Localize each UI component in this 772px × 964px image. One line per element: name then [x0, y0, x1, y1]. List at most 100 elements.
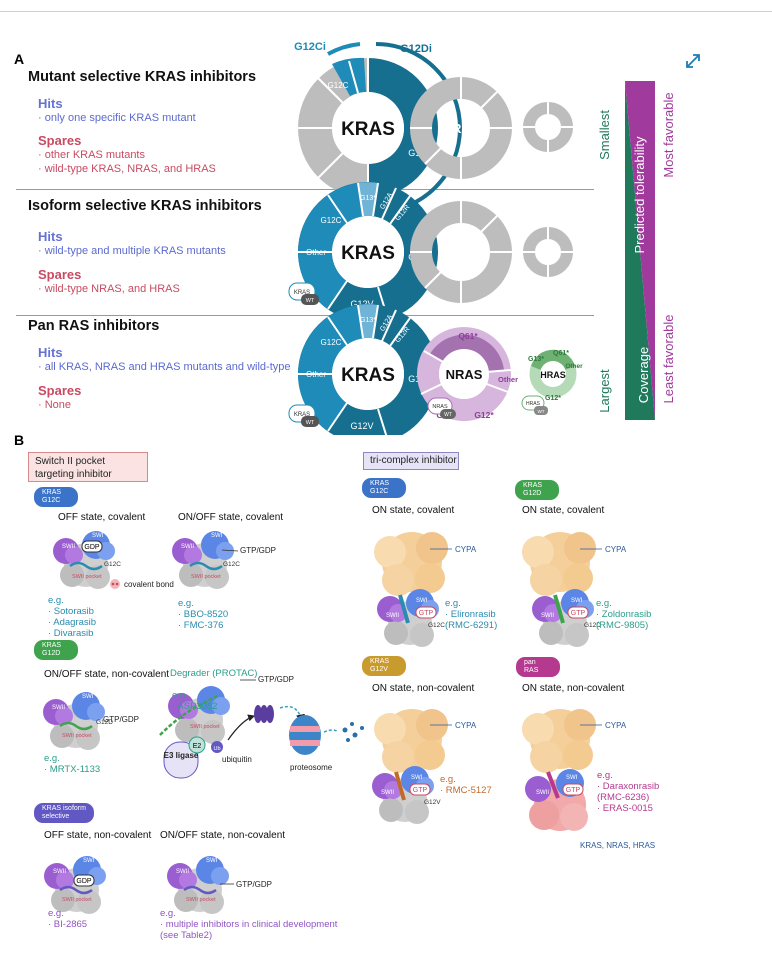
- degrader-label: Degrader (PROTAC): [170, 668, 257, 679]
- section-divider-1: [16, 189, 594, 190]
- swii-label-7: SWII: [541, 613, 554, 619]
- proteosome-label: proteosome: [290, 763, 333, 772]
- g12-label-nras: G12*: [474, 410, 494, 420]
- ubiquitin-label: ubiquitin: [222, 755, 252, 764]
- e3-ligase-label: E3 ligase: [164, 751, 199, 760]
- pill-kras-g12c: KRAS G12C: [34, 487, 78, 507]
- spares-label-mutant: Spares: [38, 133, 82, 148]
- example-g12c-off: e.g.· Sotorasib· Adagrasib· Divarasib: [48, 595, 97, 639]
- switch-ii-box: Switch II pocket targeting inhibitor: [28, 452, 148, 482]
- g12d-site-2: G12D: [584, 622, 601, 629]
- swii-label-9: SWII: [536, 790, 549, 796]
- swii-label-6: SWII: [386, 613, 399, 619]
- cypa-label-1: CYPA: [455, 545, 477, 554]
- example-tri-g12v: e.g.· RMC-5127: [440, 774, 492, 796]
- donut-kras-mutant-g12d-slice: [368, 58, 438, 198]
- e2-label: E2: [193, 743, 202, 750]
- swi-label-4: SWI: [83, 858, 95, 864]
- g12di-label: G12Di: [400, 43, 432, 55]
- g12c-slice-label-1: G12C: [328, 81, 349, 90]
- swi-label-1: SWI: [92, 533, 104, 539]
- g12v-slice-label-3: G12V: [350, 421, 373, 431]
- state-onoff-noncovalent-iso: ON/OFF state, non-covalent: [160, 830, 286, 841]
- hits-item-mutant: · only one specific KRAS mutant: [38, 112, 196, 124]
- example-tri-g12c: e.g.· Elironrasib(RMC-6291): [445, 598, 498, 631]
- swi-label-2: SWI: [211, 533, 223, 539]
- largest-label: Largest: [597, 369, 612, 413]
- panel-letter-a: A: [14, 51, 25, 67]
- tolerability-triangle: [625, 81, 655, 420]
- donut-hras-pan: HRAS G13* Q61* Other G12*: [528, 349, 583, 402]
- other-slice-label-3: Other: [306, 370, 326, 379]
- swii-pocket-6: SWII pocket: [190, 724, 220, 730]
- state-onoff-noncovalent-g12d: ON/OFF state, non-covalent: [44, 669, 170, 680]
- donut-nras-mutant: NRAS: [410, 77, 512, 179]
- gdp-label-1: GDP: [84, 544, 100, 551]
- swi-label-7: SWI: [571, 598, 583, 604]
- state-off-noncovalent: OFF state, non-covalent: [44, 830, 152, 841]
- spares-item-mutant-1: · other KRAS mutants: [38, 149, 145, 161]
- most-favorable-label: Most favorable: [661, 92, 676, 177]
- state-off-covalent: OFF state, covalent: [58, 512, 146, 523]
- swii-pocket-2: SWII pocket: [191, 574, 221, 580]
- cypa-label-2: CYPA: [605, 545, 627, 554]
- donut-charts: KRAS G12C G12D G12Ci G12Di NRAS HRAS KRA…: [288, 41, 583, 435]
- hras-label-2: HRAS: [538, 250, 558, 257]
- expand-icon[interactable]: [684, 52, 702, 70]
- other-slice-label-2: Other: [306, 248, 326, 257]
- hras-label-3: HRAS: [540, 370, 566, 380]
- swi-label-3: SWI: [82, 694, 94, 700]
- kras-wt-badge-1-label: KRAS: [294, 290, 310, 296]
- kras-label-2: KRAS: [341, 243, 395, 264]
- g12c-site-2: G12C: [223, 561, 240, 568]
- pill-kras-g12d: KRAS G12D: [34, 640, 78, 660]
- ub-label: Ub: [213, 746, 220, 752]
- gtp-gdp-label-2: GTP/GDP: [103, 715, 139, 724]
- g12c-site-3: G12C: [428, 622, 445, 629]
- state-onoff-covalent: ON/OFF state, covalent: [178, 512, 284, 523]
- g13-label-hras: G13*: [528, 356, 544, 363]
- kras-label-3: KRAS: [341, 365, 395, 386]
- g12c-slice-label-2: G12C: [321, 216, 342, 225]
- swii-pocket-3: SWII pocket: [62, 733, 92, 739]
- pill-pan-ras: pan RAS: [516, 657, 560, 677]
- swii-pocket-4: SWII pocket: [62, 897, 92, 903]
- g12v-site-1: G12V: [424, 799, 441, 806]
- example-tri-pan: e.g.· Daraxonrasib(RMC-6236)· ERAS-0015: [597, 770, 660, 814]
- state-on-noncovalent-2: ON state, non-covalent: [522, 683, 625, 694]
- section-divider-2: [16, 315, 594, 316]
- swi-label-5: SWI: [206, 858, 218, 864]
- hits-item-pan: · all KRAS, NRAS and HRAS mutants and wi…: [38, 361, 291, 373]
- swii-pocket-1: SWII pocket: [72, 574, 102, 580]
- g12c-slice-label-3: G12C: [321, 338, 342, 347]
- swii-pocket-5: SWII pocket: [186, 897, 216, 903]
- section-title-pan: Pan RAS inhibitors: [28, 318, 160, 334]
- kras-wt-badge-2: KRAS WT: [288, 404, 319, 427]
- gtp-gdp-label-1: GTP/GDP: [240, 546, 276, 555]
- gtp-label-3: GTP: [413, 787, 428, 794]
- example-degrader: e.g.· ASP3082: [172, 690, 218, 712]
- hras-wt-badge-label: HRAS: [526, 401, 541, 407]
- swii-label-2: SWII: [181, 544, 194, 550]
- pill-tri-g12c: KRAS G12C: [362, 478, 406, 498]
- gtp-label-1: GTP: [419, 610, 434, 617]
- example-iso-off: e.g.· BI-2865: [48, 908, 88, 930]
- swi-label-6: SWI: [416, 598, 428, 604]
- nras-label-3: NRAS: [446, 367, 483, 382]
- g13-slice-label-3: G13*: [360, 317, 376, 324]
- g12d-site-1: G12D: [96, 719, 113, 726]
- swi-label-9: SWI: [566, 775, 578, 781]
- hras-wt-badge: HRAS WT: [521, 395, 548, 415]
- section-title-mutant: Mutant selective KRAS inhibitors: [28, 69, 257, 85]
- coverage-tolerability-scale: Smallest Largest Coverage Predicted tole…: [597, 81, 676, 420]
- donut-nras-isoform: NRAS: [410, 201, 512, 303]
- hits-label-mutant: Hits: [38, 96, 63, 111]
- spares-item-isoform: · wild-type NRAS, and HRAS: [38, 283, 180, 295]
- spares-item-mutant-2: · wild-type KRAS, NRAS, and HRAS: [38, 163, 216, 175]
- kras-wt-badge-2-label: KRAS: [294, 412, 310, 418]
- kras-label-1: KRAS: [341, 119, 395, 140]
- hras-label-1: HRAS: [538, 125, 558, 132]
- example-g12c-onoff: e.g.· BBO-8520· FMC-376: [178, 598, 229, 631]
- hits-item-isoform: · wild-type and multiple KRAS mutants: [38, 245, 226, 257]
